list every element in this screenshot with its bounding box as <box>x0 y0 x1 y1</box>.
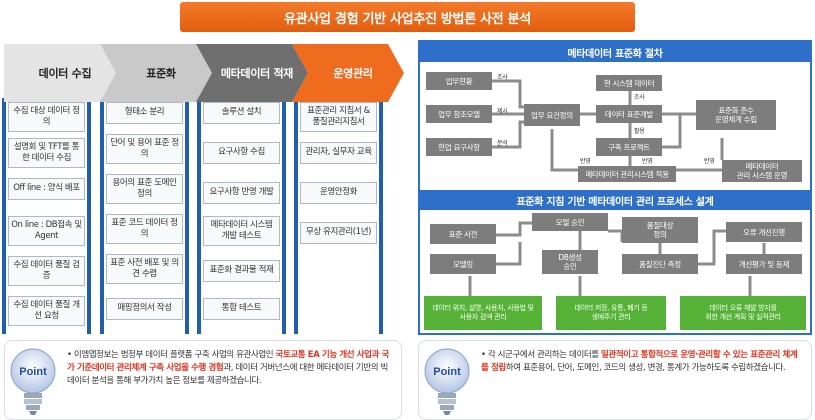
column-bar <box>282 98 286 334</box>
list-item: 메타데이터 시스템 개발 테스트 <box>203 216 280 246</box>
box-meta-admin-apply: 메타데이터 관리시스템 적용 <box>578 166 676 182</box>
list-item: 단어 및 용어 표준 정의 <box>106 134 183 164</box>
list-item: 솔루션 설치 <box>203 102 280 124</box>
list-item: 수집 대상 데이터 정의 <box>8 102 85 132</box>
list-item: 표준 코드 데이터 정의 <box>106 214 183 244</box>
point-text-highlight: 국토교통 EA 기능 개선 사업과 국가 기준데이터 관리체계 구축 사업을 수… <box>67 350 389 373</box>
point-label: Point <box>433 366 461 378</box>
label-analysis: 분석 <box>497 140 508 147</box>
label-present: 제시 <box>497 108 508 115</box>
box-work-req-def: 업무 요건정의 <box>524 104 580 126</box>
point-text: • 각 시군구에서 관리하는 데이터를 일관적이고 통합적으로 운영·관리할 수… <box>481 349 803 375</box>
column-metadata-load: 솔루션 설치 요구사항 수집 요구사항 반영 개발 메타데이터 시스템 개발 테… <box>197 98 286 334</box>
label-reflect-2: 반영 <box>642 158 653 165</box>
label-reflect-1: 반영 <box>580 158 591 165</box>
point-text: • 이엠앱정보는 범정부 데이터 플랫폼 구축 사업의 유관사업인 국토교통 E… <box>67 349 393 387</box>
step-standardization: 표준화 <box>100 44 212 102</box>
column-data-collection: 수집 대상 데이터 정의 설명회 및 TFT를 통한 데이터 수집 Off li… <box>2 98 91 334</box>
box-error-improvement: 오류 개선진행 <box>726 222 802 242</box>
green-box-lifecycle-management: 데이터 저장, 유통, 폐기 등 생애주기 관리 <box>556 296 666 330</box>
box-current-system-data: 현 시스템 데이터 <box>596 75 662 91</box>
point-note-right: Point • 각 시군구에서 관리하는 데이터를 일관적이고 통합적으로 운영… <box>418 340 812 420</box>
box-model-approval: 모델 승인 <box>532 213 608 231</box>
label-reflect-3: 반영 <box>704 158 715 165</box>
label-survey: 조사 <box>497 74 508 81</box>
step-label: 표준화 <box>146 67 176 80</box>
methodology-panel: 데이터 수집 표준화 메타데이터 적재 운영관리 수집 대상 데이터 정의 설명… <box>0 40 405 420</box>
list-item: 수집 데이터 품질 개선 요청 <box>8 296 85 326</box>
box-quality-measure: 품질진단 측정 <box>622 254 698 274</box>
step-arrow-shape <box>4 44 116 102</box>
list-item: On line : DB접속 및 Agent <box>8 216 85 246</box>
list-item: 용어의 표준 도메인 정의 <box>106 174 183 204</box>
list-item: 설명회 및 TFT를 통한 데이터 수집 <box>8 138 85 168</box>
list-item: 관리자, 실무자 교육 <box>300 142 377 164</box>
section-header-process: 표준화 지침 기반 메타데이터 관리 프로세스 설계 <box>420 190 810 210</box>
list-item: 형태소 분리 <box>106 102 183 124</box>
list-item: 표준관리 지침서 & 품질관리지침서 <box>300 102 377 132</box>
box-std-compliance: 표준화 준수 운영체계 수립 <box>696 100 776 130</box>
step-arrow-shape <box>196 44 308 102</box>
label-use: 활용 <box>634 128 645 135</box>
box-modeling: 모델링 <box>430 254 496 274</box>
list-item: 요구사항 반영 개발 <box>203 182 280 204</box>
point-note-left: Point • 이엠앱정보는 범정부 데이터 플랫폼 구축 사업의 유관사업인 … <box>4 340 402 420</box>
column-standardization: 형태소 분리 단어 및 용어 표준 정의 용어의 표준 도메인 정의 표준 코드… <box>100 98 189 334</box>
step-label: 메타데이터 적재 <box>220 67 294 80</box>
list-item: 매핑정의서 작성 <box>106 298 183 320</box>
box-build-project: 구축 프로젝트 <box>596 138 662 156</box>
step-label: 운영관리 <box>333 67 373 80</box>
column-bar <box>2 98 6 334</box>
box-db-approval: DB생성 승인 <box>542 250 598 274</box>
box-meta-admin-system: 메타데이터 관리 시스템 운영 <box>722 160 802 182</box>
step-arrow-shape <box>100 44 212 102</box>
list-item: 통합 테스트 <box>203 298 280 320</box>
list-item: 운영안정화 <box>300 182 377 204</box>
list-item: 요구사항 수집 <box>203 142 280 164</box>
list-item: 무상 유지관리(1년) <box>300 222 377 244</box>
metadata-frame: 메타데이터 표준화 절차 <box>418 40 812 335</box>
list-item: 표준화 결과물 적재 <box>203 260 280 282</box>
column-bar <box>185 98 189 334</box>
column-bar <box>379 98 383 334</box>
point-label: Point <box>19 366 47 378</box>
column-operation: 표준관리 지침서 & 품질관리지침서 관리자, 실무자 교육 운영안정화 무상 … <box>294 98 383 334</box>
box-quality-definition: 품질대상 정의 <box>622 217 698 243</box>
box-improve-evaluation: 개선평가 및 등재 <box>726 254 802 274</box>
list-item: 수집 데이터 품질 검증 <box>8 256 85 286</box>
green-box-search-management: 데이터 위치, 설명, 사용처, 사용법 및 사용자 검색 관리 <box>424 296 542 330</box>
box-current-work: 업무현황 <box>426 72 492 90</box>
box-field-requirements: 현업 요구사항 <box>426 138 492 156</box>
point-text-prefix: • 각 시군구에서 관리하는 데이터를 <box>481 350 602 360</box>
column-bar <box>100 98 104 334</box>
box-std-dictionary: 표준 사전 <box>430 224 496 244</box>
label-survey-2: 조사 <box>634 94 645 101</box>
box-data-std-dev: 데이터 표준개발 <box>596 105 662 123</box>
lightbulb-icon: Point <box>424 348 470 415</box>
column-bar <box>197 98 201 334</box>
flow-connectors <box>468 79 766 296</box>
point-text-prefix: • 이엠앱정보는 범정부 데이터 플랫폼 구축 사업의 유관사업인 <box>67 350 276 360</box>
step-data-collection: 데이터 수집 <box>4 44 116 102</box>
column-bar <box>87 98 91 334</box>
step-arrow-shape <box>292 44 404 102</box>
green-box-improvement-plan: 데이터 오류 재발 방지를 위한 개선 계획 및 실적관리 <box>680 296 806 330</box>
lightbulb-icon: Point <box>10 348 56 415</box>
step-label: 데이터 수집 <box>38 67 92 80</box>
point-text-suffix: 하여 표준용어, 단어, 도메인, 코드의 생성, 변경, 통계가 가능하도록 … <box>505 362 786 373</box>
step-operation: 운영관리 <box>292 44 404 102</box>
list-item: 표준 사전 배포 및 의견 수렴 <box>106 254 183 284</box>
step-metadata-load: 메타데이터 적재 <box>196 44 308 102</box>
box-reference-model: 업무 참조모델 <box>426 105 492 123</box>
page-title: 유관사업 경험 기반 사업추진 방법론 사전 분석 <box>180 2 635 32</box>
metadata-panel: 메타데이터 표준화 절차 <box>418 40 812 420</box>
point-text-highlight: 일관적이고 통합적으로 운영·관리할 수 있는 표준관리 체계를 정립 <box>481 350 798 373</box>
point-text-suffix: 과, 데이터 거버넌스에 대한 메타데이터 기반의 빅데이터 분석을 통해 부가… <box>67 362 388 386</box>
section-header-procedure: 메타데이터 표준화 절차 <box>420 42 810 62</box>
column-bar <box>294 98 298 334</box>
list-item: Off line : 양식 배포 <box>8 178 85 200</box>
